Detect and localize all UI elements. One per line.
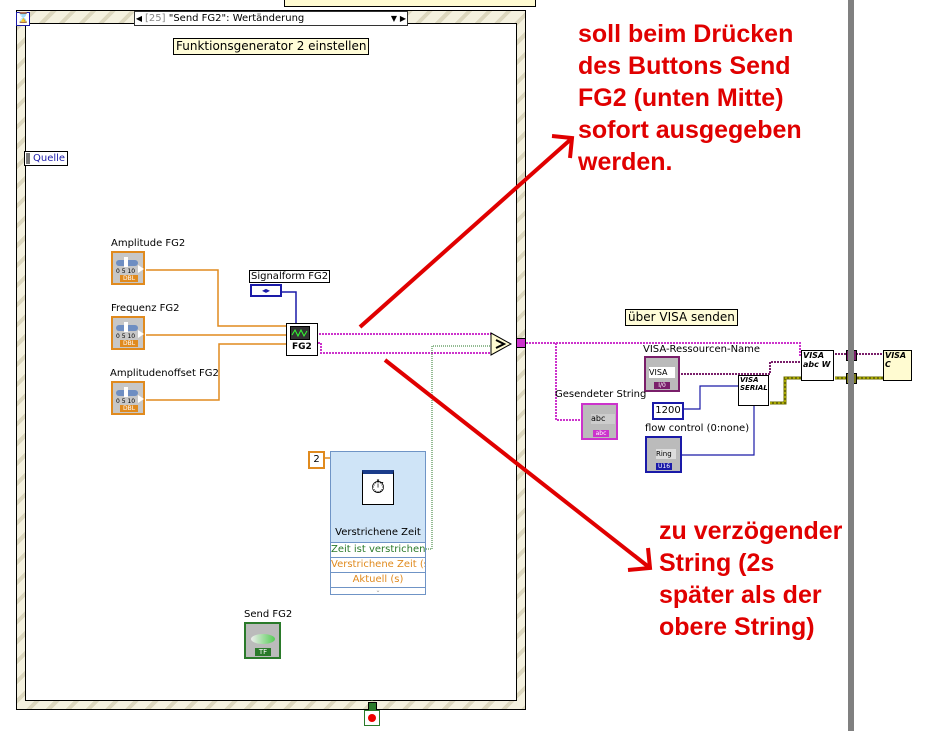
wire-to-sent-string (523, 342, 582, 421)
wire-baud (681, 385, 738, 410)
amplitude-control[interactable]: 0 5 10 DBL (111, 251, 145, 285)
top-label-partial (284, 0, 536, 7)
signalform-label: Signalform FG2 (249, 270, 331, 283)
frequenz-control[interactable]: 0 5 10 DBL (111, 316, 145, 350)
wire-string-2 (318, 342, 492, 354)
wire-to-visa-write (556, 342, 801, 356)
signalform-enum-control[interactable]: ◂▸ (250, 284, 282, 297)
elapsed-title: Verstrichene Zeit (335, 527, 421, 538)
elapsed-time-express-vi[interactable]: ⏱ Verstrichene Zeit Zeit ist verstrichen… (330, 451, 426, 595)
type-tag: U16 (656, 463, 672, 470)
slider-knob (124, 387, 128, 397)
fg2-label: FG2 (292, 342, 312, 352)
terminal-icon (138, 265, 144, 273)
visa-resource-label: VISA-Ressourcen-Name (643, 344, 761, 355)
type-tag: abc (593, 430, 609, 437)
send-fg2-bool-control[interactable]: TF (244, 622, 281, 659)
visa-resource-control[interactable]: VISA I/0 (644, 356, 680, 392)
output-zeit-verstrichen[interactable]: Zeit ist verstrichen (331, 542, 425, 557)
wire-flow-control (682, 406, 755, 456)
case-structure (16, 10, 526, 710)
case-structure-diagram (25, 23, 517, 701)
expand-chevron-icon[interactable]: ⌄ (331, 587, 425, 594)
sent-string-value: abc (591, 414, 615, 424)
flow-control-label: flow control (0:none) (645, 423, 750, 434)
loop-border-right (848, 0, 854, 731)
output-aktuell[interactable]: Aktuell (s) (331, 572, 425, 587)
led-icon (251, 634, 275, 644)
case-dropdown-icon[interactable]: ▼ (390, 14, 398, 23)
sent-string-label: Gesendeter String (555, 389, 647, 400)
wire-error-1 (770, 376, 802, 405)
wire-amplitude (146, 269, 287, 327)
wire-visa-resource (681, 361, 802, 375)
visa-write-subvi[interactable]: VISA abc W (801, 350, 834, 381)
type-tag: DBL (120, 340, 138, 347)
send-fg2-label: Send FG2 (244, 609, 293, 620)
build-array-node[interactable] (490, 332, 512, 356)
case-selector-text: [25] "Send FG2": Wertänderung (145, 13, 305, 24)
scale: 0 5 10 (116, 398, 136, 405)
case-selector[interactable]: ◀ [25] "Send FG2": Wertänderung ▼ ▶ (134, 11, 408, 26)
type-tag: DBL (120, 275, 138, 282)
terminal-icon (138, 395, 144, 403)
tunnel-string (516, 338, 526, 348)
event-terminal-bar (26, 153, 30, 164)
wire-elapsed-bool (424, 345, 490, 550)
offset-label: Amplitudenoffset FG2 (110, 368, 219, 379)
type-tag: DBL (120, 405, 138, 412)
note-top: soll beim Drücken des Buttons Send FG2 (… (578, 20, 802, 176)
comment-fg2-setup: Funktionsgenerator 2 einstellen (173, 38, 370, 55)
type-tag: I/0 (654, 382, 670, 389)
decrement-case-icon[interactable]: ◀ (135, 14, 143, 23)
quelle-event-node[interactable]: Quelle (24, 151, 68, 166)
terminal-icon (138, 330, 144, 338)
visa-resource-value: VISA (649, 367, 675, 378)
wire-signalform (282, 291, 297, 324)
slider-knob (124, 322, 128, 332)
type-tag: TF (255, 648, 271, 656)
hourglass-icon: ⌛ (16, 12, 30, 26)
amplitude-label: Amplitude FG2 (111, 238, 186, 249)
visa-serial-subvi[interactable]: VISA SERIAL (738, 375, 769, 406)
sent-string-indicator[interactable]: abc abc (581, 403, 618, 440)
scale: 0 5 10 (116, 268, 136, 275)
constant-2[interactable]: 2 (308, 451, 325, 469)
output-verstrichene-zeit[interactable]: Verstrichene Zeit (s) (331, 557, 425, 572)
arrow-to-note-bottom (383, 358, 652, 570)
arrow-to-note-top (358, 138, 572, 329)
baud-constant[interactable]: 1200 (652, 402, 684, 420)
stopwatch-icon: ⏱ (362, 470, 394, 505)
waveform-icon (290, 326, 310, 340)
flow-control-ring[interactable]: Ring U16 (645, 436, 682, 473)
slider-knob (124, 257, 128, 267)
note-bottom: zu verzögender String (2s später als der… (659, 517, 843, 641)
scale: 0 5 10 (116, 333, 136, 340)
increment-case-icon[interactable]: ▶ (399, 14, 407, 23)
stop-terminal[interactable] (364, 710, 380, 726)
stop-icon (368, 714, 376, 722)
fg2-subvi[interactable]: FG2 (286, 323, 318, 356)
frequenz-label: Frequenz FG2 (111, 303, 180, 314)
comment-visa-send: über VISA senden (625, 309, 738, 326)
quelle-label: Quelle (33, 153, 66, 164)
wire-offset (146, 343, 287, 401)
visa-close-subvi[interactable]: VISA C (883, 350, 912, 381)
flow-control-value: Ring (656, 449, 676, 459)
offset-control[interactable]: 0 5 10 DBL (111, 381, 145, 415)
